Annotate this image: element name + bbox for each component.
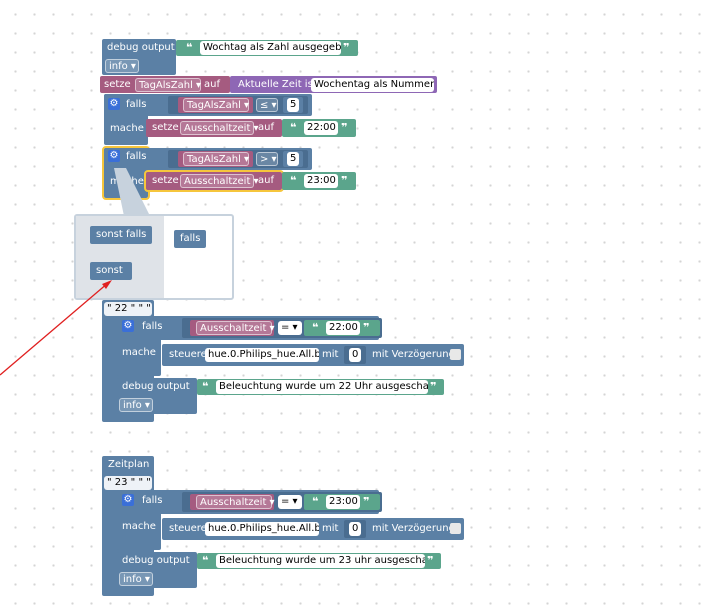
- setze-label: setze: [152, 175, 179, 186]
- steuere-label: steuere: [169, 349, 207, 360]
- quote-open-icon: ❝: [312, 495, 319, 508]
- mache-label: mache: [110, 123, 144, 134]
- debug-output-label: debug output: [122, 555, 190, 566]
- debug-output-block-1[interactable]: [102, 39, 176, 75]
- auf-label: auf: [258, 122, 274, 133]
- text-field[interactable]: 22:00: [326, 321, 360, 335]
- operator-dropdown[interactable]: ≤ ▾: [256, 98, 278, 112]
- text-field[interactable]: 23:00: [326, 495, 360, 509]
- set-variable-dropdown[interactable]: TagAlsZahl ▾: [135, 78, 201, 92]
- debug-output-label: debug output: [122, 381, 190, 392]
- set-label: setze: [104, 79, 131, 90]
- mache-label: mache: [122, 521, 156, 532]
- mutator-bubble-tail: [114, 168, 150, 216]
- text-field[interactable]: 22:00: [304, 121, 338, 135]
- device-field[interactable]: hue.0.Philips_hue.All.bri: [205, 522, 319, 536]
- debug-text-field[interactable]: Wochtag als Zahl ausgegeben: [200, 41, 341, 55]
- cron-field[interactable]: " 22 " " ": [104, 302, 152, 316]
- variable-dropdown[interactable]: TagAlsZahl ▾: [183, 98, 249, 112]
- variable-dropdown[interactable]: Ausschaltzeit ▾: [196, 495, 275, 509]
- mutator-if-block[interactable]: falls: [174, 230, 206, 248]
- debug-text-field[interactable]: Beleuchtung wurde um 23 uhr ausgeschalte…: [216, 554, 425, 568]
- debug-text-field[interactable]: Beleuchtung wurde um 22 Uhr ausgeschalte…: [216, 380, 428, 394]
- variable-block[interactable]: [190, 494, 274, 510]
- delay-label: mit Verzögerung: [372, 349, 455, 360]
- falls-label: falls: [126, 99, 147, 110]
- debug-level-dropdown[interactable]: info ▾: [119, 398, 153, 412]
- annotation-arrow: [0, 280, 112, 376]
- debug-output-label: debug output: [107, 42, 175, 53]
- gear-icon[interactable]: ⚙: [108, 150, 120, 162]
- quote-close-icon: ❞: [430, 380, 437, 393]
- quote-close-icon: ❞: [363, 495, 370, 508]
- cron-field[interactable]: " 23 " " ": [104, 476, 152, 490]
- debug-level-dropdown[interactable]: info ▾: [105, 59, 139, 73]
- debug-output-block[interactable]: [117, 552, 197, 588]
- mutator-else-block[interactable]: sonst: [90, 262, 132, 280]
- quote-close-icon: ❞: [343, 41, 350, 54]
- mache-label: mache: [122, 347, 156, 358]
- falls-label: falls: [126, 151, 147, 162]
- quote-open-icon: ❝: [202, 380, 209, 393]
- set-to-label: auf: [204, 79, 220, 90]
- number-field[interactable]: 5: [287, 98, 299, 112]
- number-field[interactable]: 5: [287, 152, 299, 166]
- quote-close-icon: ❞: [363, 321, 370, 334]
- current-time-label: Aktuelle Zeit ist: [238, 79, 317, 90]
- variable-dropdown[interactable]: Ausschaltzeit ▾: [180, 121, 259, 135]
- mit-label: mit: [322, 523, 339, 534]
- operator-dropdown[interactable]: > ▾: [256, 152, 278, 166]
- time-option-dropdown[interactable]: Wochentag als Nummer ▾: [311, 78, 434, 92]
- delay-checkbox[interactable]: [450, 523, 461, 534]
- gear-icon[interactable]: ⚙: [108, 98, 120, 110]
- quote-close-icon: ❞: [341, 174, 348, 187]
- mutator-popup: sonst falls sonst falls: [74, 214, 234, 300]
- number-field[interactable]: 0: [349, 522, 361, 536]
- operator-dropdown[interactable]: = ▾: [278, 321, 302, 335]
- text-field[interactable]: 23:00: [304, 174, 338, 188]
- schedule-title: Zeitplan: [108, 459, 150, 470]
- variable-dropdown[interactable]: TagAlsZahl ▾: [183, 152, 249, 166]
- variable-block[interactable]: [178, 151, 253, 167]
- quote-close-icon: ❞: [341, 121, 348, 134]
- quote-open-icon: ❝: [186, 41, 193, 54]
- gear-icon[interactable]: ⚙: [122, 494, 134, 506]
- falls-label: falls: [142, 321, 163, 332]
- set-variable-block[interactable]: [100, 76, 230, 93]
- number-field[interactable]: 0: [349, 348, 361, 362]
- operator-dropdown[interactable]: = ▾: [278, 495, 302, 509]
- falls-label: falls: [142, 495, 163, 506]
- variable-dropdown[interactable]: Ausschaltzeit ▾: [196, 321, 275, 335]
- auf-label: auf: [258, 175, 274, 186]
- variable-dropdown[interactable]: Ausschaltzeit ▾: [180, 174, 259, 188]
- debug-level-dropdown[interactable]: info ▾: [119, 572, 153, 586]
- quote-open-icon: ❝: [312, 321, 319, 334]
- quote-close-icon: ❞: [427, 554, 434, 567]
- variable-block[interactable]: [190, 320, 274, 336]
- variable-block[interactable]: [178, 97, 253, 113]
- quote-open-icon: ❝: [290, 121, 297, 134]
- mit-label: mit: [322, 349, 339, 360]
- quote-open-icon: ❝: [202, 554, 209, 567]
- mutator-else-if-block[interactable]: sonst falls: [90, 226, 152, 244]
- debug-output-block[interactable]: [117, 378, 197, 414]
- delay-label: mit Verzögerung: [372, 523, 455, 534]
- quote-open-icon: ❝: [290, 174, 297, 187]
- steuere-label: steuere: [169, 523, 207, 534]
- delay-checkbox[interactable]: [450, 349, 461, 360]
- device-field[interactable]: hue.0.Philips_hue.All.bri: [205, 348, 319, 362]
- gear-icon[interactable]: ⚙: [122, 320, 134, 332]
- setze-label: setze: [152, 122, 179, 133]
